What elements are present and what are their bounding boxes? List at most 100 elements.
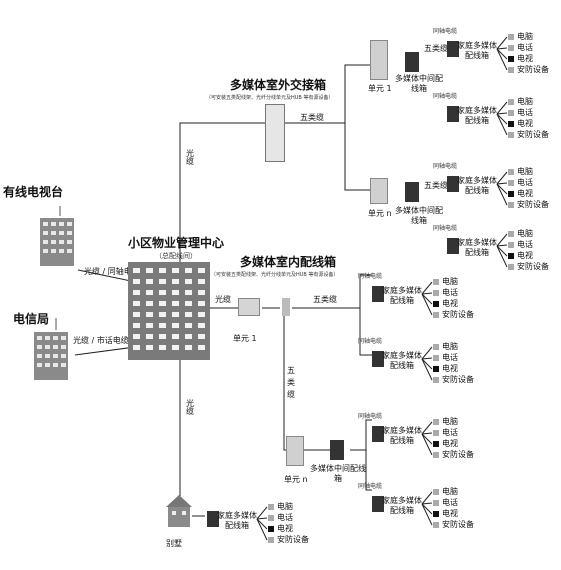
phone-icon bbox=[268, 515, 274, 521]
home-6-fan-line bbox=[421, 358, 433, 370]
home-6-fan-line bbox=[421, 346, 433, 360]
center-window bbox=[185, 301, 192, 306]
home-2-device-phone: 电话 bbox=[517, 108, 533, 117]
home-4-box bbox=[447, 238, 459, 254]
phone-icon bbox=[433, 355, 439, 361]
center-window bbox=[146, 312, 153, 317]
indoor-unitn-panel bbox=[286, 436, 304, 466]
home-1-device-phone: 电话 bbox=[517, 43, 533, 52]
center-window bbox=[172, 323, 179, 328]
home-5-fan-line bbox=[421, 281, 433, 295]
tv-icon bbox=[508, 253, 514, 259]
fiber-down-label: 光缆 bbox=[186, 399, 194, 416]
home-8-fan-line bbox=[421, 491, 433, 505]
villa-house bbox=[166, 495, 192, 527]
center-window bbox=[185, 312, 192, 317]
center-window bbox=[133, 301, 140, 306]
center-window bbox=[172, 279, 179, 284]
outdoor-box-note: （可安装五类配线架、光纤分线单元及HUB 等有源设备） bbox=[206, 95, 334, 101]
indoor-box-note: （可安装五类配线架、光纤分线单元及HUB 等有源设备） bbox=[211, 272, 339, 278]
center-window bbox=[185, 290, 192, 295]
center-window bbox=[146, 290, 153, 295]
home-3-box bbox=[447, 176, 459, 192]
tv-icon bbox=[508, 191, 514, 197]
mid-box-1-label: 多媒体中间配线箱 bbox=[395, 74, 443, 93]
fiber-right-label: 光缆 bbox=[215, 295, 231, 304]
center-window bbox=[185, 323, 192, 328]
phone-icon bbox=[433, 290, 439, 296]
center-window bbox=[172, 290, 179, 295]
home-5-fan-line bbox=[421, 292, 433, 295]
home-villa-fan-line bbox=[256, 517, 268, 520]
center-window bbox=[172, 334, 179, 339]
home-1-device-tv: 电视 bbox=[517, 54, 533, 63]
security-icon bbox=[433, 452, 439, 458]
center-window bbox=[172, 312, 179, 317]
center-window bbox=[198, 268, 205, 273]
center-window bbox=[159, 312, 166, 317]
phone-icon bbox=[508, 180, 514, 186]
home-3-device-tv: 电视 bbox=[517, 189, 533, 198]
outdoor-box-title: 多媒体室外交接箱 bbox=[230, 78, 327, 92]
home-1-fan-line bbox=[496, 47, 508, 50]
mid-box-n bbox=[405, 182, 419, 202]
home-2-fan-line bbox=[496, 112, 508, 115]
mid-box-n-cat5: 五类缆 bbox=[424, 181, 448, 190]
center-window bbox=[172, 301, 179, 306]
home-7-device-tv: 电视 bbox=[442, 439, 458, 448]
tv-icon bbox=[433, 301, 439, 307]
outdoor-cabinet bbox=[265, 104, 285, 162]
home-5-device-phone: 电话 bbox=[442, 288, 458, 297]
home-6-device-pc: 电脑 bbox=[442, 342, 458, 351]
unit1-panel bbox=[370, 40, 388, 80]
home-6-device-tv: 电视 bbox=[442, 364, 458, 373]
security-icon bbox=[433, 522, 439, 528]
home-2-device-pc: 电脑 bbox=[517, 97, 533, 106]
home-7-fan-line bbox=[421, 421, 433, 435]
home-4-fan-line bbox=[496, 244, 508, 247]
home-1-box bbox=[447, 41, 459, 57]
center-window bbox=[159, 290, 166, 295]
pc-icon bbox=[268, 504, 274, 510]
mid-box-1-cat5: 五类缆 bbox=[424, 44, 448, 53]
home-1-device-pc: 电脑 bbox=[517, 32, 533, 41]
home-villa-fan-line bbox=[256, 518, 268, 541]
home-8-coax-label: 同轴电缆 bbox=[358, 483, 383, 490]
center-window bbox=[133, 268, 140, 273]
security-icon bbox=[508, 264, 514, 270]
home-5-device-pc: 电脑 bbox=[442, 277, 458, 286]
security-icon bbox=[508, 67, 514, 73]
home-2-fan-line bbox=[496, 101, 508, 115]
home-6-box bbox=[372, 351, 384, 367]
home-3-fan-line bbox=[496, 182, 508, 185]
security-icon bbox=[433, 312, 439, 318]
security-icon bbox=[433, 377, 439, 383]
home-2-device-security: 安防设备 bbox=[517, 130, 549, 139]
home-7-fan-line bbox=[421, 433, 433, 445]
home-6-fan-line bbox=[421, 358, 433, 381]
home-4-fan-line bbox=[496, 245, 508, 268]
home-villa-device-phone: 电话 bbox=[277, 513, 293, 522]
home-6-device-security: 安防设备 bbox=[442, 375, 474, 384]
center-title: 小区物业管理中心 bbox=[128, 236, 225, 250]
center-window bbox=[133, 290, 140, 295]
center-window bbox=[172, 345, 179, 350]
home-4-fan-line bbox=[496, 245, 508, 257]
cat5-vertical-label: 五类缆 bbox=[287, 366, 295, 399]
pc-icon bbox=[508, 231, 514, 237]
home-1-fan-line bbox=[496, 36, 508, 50]
home-6-device-phone: 电话 bbox=[442, 353, 458, 362]
mid-box-n-label: 多媒体中间配线箱 bbox=[395, 206, 443, 225]
home-8-device-pc: 电脑 bbox=[442, 487, 458, 496]
home-villa-label: 家庭多媒体配线箱 bbox=[217, 511, 257, 530]
center-subtitle: （总配线间） bbox=[155, 252, 197, 260]
home-5-label: 家庭多媒体配线箱 bbox=[382, 286, 422, 305]
home-3-fan-line bbox=[496, 183, 508, 206]
home-6-fan-line bbox=[421, 357, 433, 360]
home-3-device-security: 安防设备 bbox=[517, 200, 549, 209]
pc-icon bbox=[508, 34, 514, 40]
phone-icon bbox=[433, 430, 439, 436]
indoor-mid-box-label: 多媒体中间配线箱 bbox=[310, 464, 366, 483]
indoor-cat5-label: 五类缆 bbox=[313, 295, 337, 304]
center-window bbox=[133, 323, 140, 328]
